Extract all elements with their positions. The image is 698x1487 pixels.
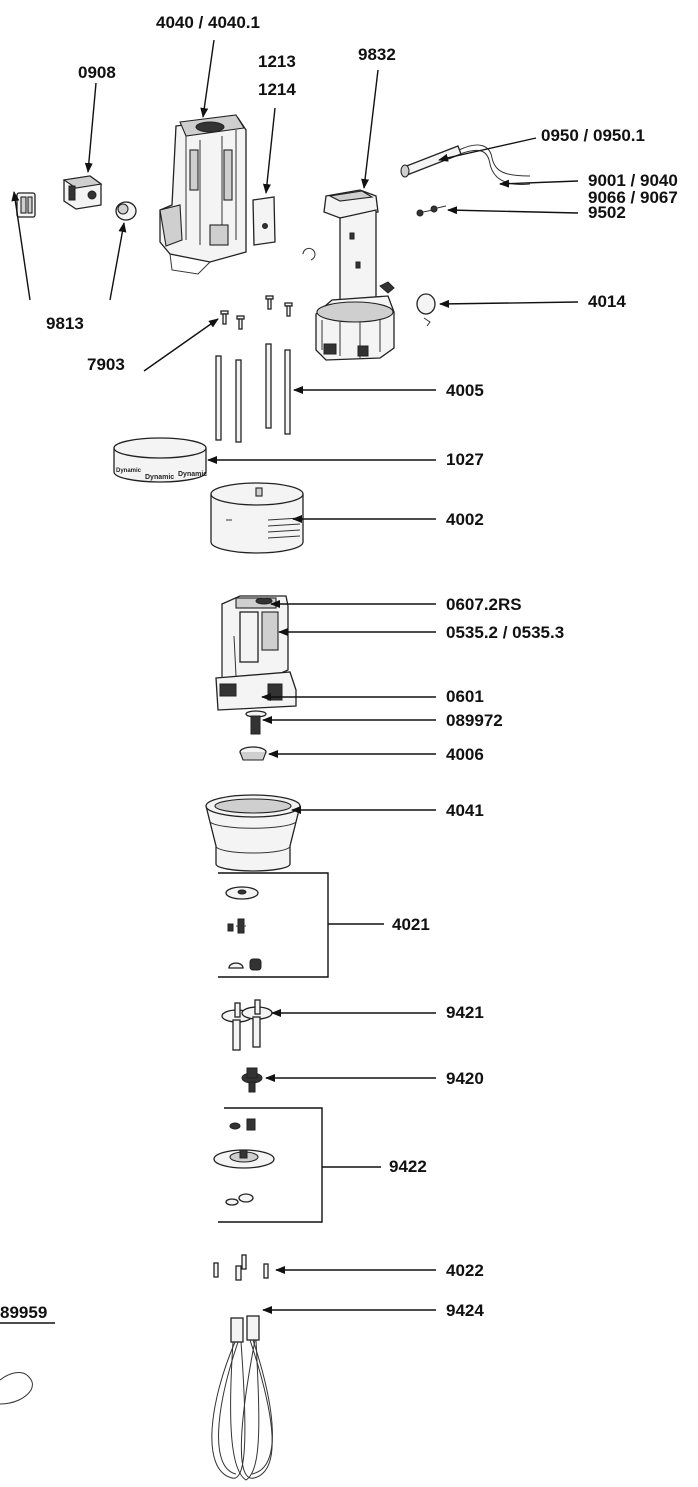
label-0607: 0607.2RS: [446, 595, 522, 614]
label-1214: 1214: [258, 80, 296, 99]
part-0601-bearing: [245, 710, 267, 735]
leader-9001: [499, 179, 579, 188]
part-4040-housing: [159, 114, 247, 275]
leader-7903: [143, 318, 219, 372]
part-89959-blade: [0, 1372, 33, 1405]
part-7903-screws: [220, 295, 293, 330]
label-0535: 0535.2 / 0535.3: [446, 623, 564, 642]
part-4022-pins: [213, 1254, 269, 1281]
label-89959: 89959: [0, 1303, 47, 1322]
bracket-4021: [218, 872, 329, 978]
part-4005-rods: [215, 343, 291, 443]
label-9832: 9832: [358, 45, 396, 64]
label-9421: 9421: [446, 1003, 484, 1022]
label-1027: 1027: [446, 450, 484, 469]
label-4041: 4041: [446, 801, 484, 820]
part-1213-plate: [252, 196, 276, 246]
part-0908-switch: [62, 175, 103, 210]
part-4002-casing: [210, 482, 304, 554]
label-4021: 4021: [392, 915, 430, 934]
part-9502-screws: [416, 205, 447, 217]
part-9813-cap: [115, 201, 137, 221]
label-9502: 9502: [588, 203, 626, 222]
part-1027-band: Dynamic Dynamic Dynamic: [113, 437, 207, 483]
label-4002: 4002: [446, 510, 484, 529]
leader-1213: [262, 107, 276, 194]
leader-9832: [361, 69, 379, 189]
label-9424: 9424: [446, 1301, 484, 1320]
label-9422: 9422: [389, 1157, 427, 1176]
part-4006-cup: [239, 746, 267, 761]
label-0601: 0601: [446, 687, 484, 706]
part-4041-skirt: [205, 794, 301, 872]
part-9421-drive: [221, 999, 273, 1051]
band-text: Dynamic: [145, 474, 174, 481]
label-4006: 4006: [446, 745, 484, 764]
label-4040: 4040 / 4040.1: [156, 13, 260, 32]
label-9001: 9001 / 9040: [588, 171, 678, 190]
part-9422-kit: [213, 1118, 275, 1206]
leader-9502: [447, 206, 579, 215]
part-9420-gear: [241, 1067, 263, 1093]
part-0535-motor: [215, 595, 297, 711]
label-4014: 4014: [588, 292, 626, 311]
label-9420: 9420: [446, 1069, 484, 1088]
bracket-9422: [218, 1107, 323, 1223]
leader-0950: [438, 137, 537, 162]
part-labels: 4040 / 4040.1 0908 1213 1214 9832 0950 /…: [0, 13, 678, 1322]
part-4021-kit: [225, 886, 262, 971]
leader-0908: [84, 82, 97, 173]
leader-4014: [439, 299, 579, 308]
label-0908: 0908: [78, 63, 116, 82]
label-0950: 0950 / 0950.1: [541, 126, 645, 145]
part-0950-cable: [400, 144, 531, 185]
label-4022: 4022: [446, 1261, 484, 1280]
band-text-3: Dynamic: [116, 468, 142, 474]
label-089972: 089972: [446, 711, 503, 730]
part-clip: [16, 192, 36, 218]
part-9832-housing: [315, 189, 395, 361]
label-4005: 4005: [446, 381, 484, 400]
part-ring-clip: [302, 247, 316, 261]
leader-4040: [200, 39, 215, 118]
part-4014-ring: [416, 293, 436, 327]
leader-lines: [0, 39, 579, 1324]
label-7903: 7903: [87, 355, 125, 374]
part-9424-whisk: [211, 1315, 273, 1481]
label-9066: 9066 / 9067: [588, 188, 678, 207]
leader-clip: [11, 191, 31, 301]
label-9813: 9813: [46, 314, 84, 333]
leader-9813: [109, 222, 127, 301]
label-1213: 1213: [258, 52, 296, 71]
band-text-2: Dynamic: [178, 471, 207, 478]
